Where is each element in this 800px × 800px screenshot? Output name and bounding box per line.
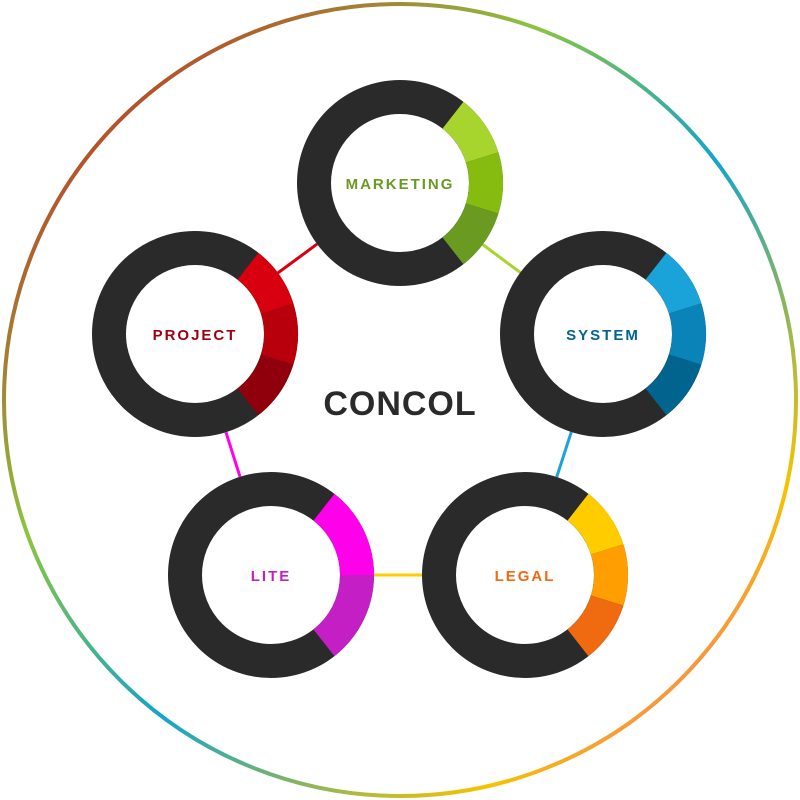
node-lite-accent-segment <box>312 574 374 657</box>
node-legal-accent-segment <box>590 544 628 606</box>
node-system-label: SYSTEM <box>566 327 640 344</box>
node-marketing-accent-segment <box>465 152 503 214</box>
node-marketing[interactable]: MARKETING <box>297 80 503 286</box>
node-marketing-accent-segment <box>441 202 499 265</box>
node-project-accent-segment <box>236 353 294 416</box>
node-group: MARKETING SYSTEM LEGAL LITE PROJECT <box>92 80 706 678</box>
node-system-accent-segment <box>668 303 706 365</box>
node-legal-accent-segment <box>566 493 624 556</box>
node-lite-accent-segment <box>312 493 374 576</box>
node-system-accent-segment <box>644 353 702 416</box>
node-system[interactable]: SYSTEM <box>500 231 706 437</box>
node-marketing-accent-segment <box>441 101 499 164</box>
node-lite-label: LITE <box>251 568 292 585</box>
node-project-label: PROJECT <box>153 327 238 344</box>
node-project-accent-segment <box>260 303 298 365</box>
node-legal[interactable]: LEGAL <box>422 472 628 678</box>
node-legal-accent-segment <box>566 594 624 657</box>
node-project-accent-segment <box>236 252 294 315</box>
node-marketing-label: MARKETING <box>346 176 455 193</box>
node-lite[interactable]: LITE <box>168 472 374 678</box>
node-project[interactable]: PROJECT <box>92 231 298 437</box>
node-system-accent-segment <box>644 252 702 315</box>
center-label: CONCOL <box>323 385 476 423</box>
node-legal-label: LEGAL <box>495 568 556 585</box>
